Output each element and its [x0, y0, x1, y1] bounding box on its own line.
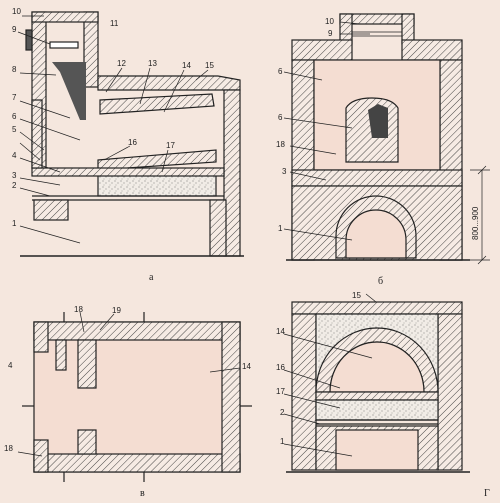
view-v-leaders [17, 311, 241, 457]
a-callout-11: 11 [110, 19, 119, 28]
a-callout-1: 1 [12, 219, 17, 228]
view-g-leaders [283, 293, 377, 457]
a-callout-8: 8 [12, 65, 17, 74]
b-dimension-height: 800...900 [471, 206, 480, 240]
view-a-caption: а [149, 272, 154, 283]
view-b-callouts: 10 9 6 6 18 3 1 б [276, 17, 383, 287]
g-callout-14: 14 [276, 327, 285, 336]
view-v-callouts: 18 19 4 14 18 в [4, 305, 251, 499]
a-callout-14: 14 [182, 61, 191, 70]
view-b-leaders [283, 21, 370, 241]
a-callout-4: 4 [12, 151, 17, 160]
g-callout-17: 17 [276, 387, 285, 396]
view-g-callouts: 15 14 16 17 2 1 Г [276, 291, 490, 499]
view-a-side-section [20, 11, 244, 257]
v-callout-18-bottom: 18 [4, 444, 13, 453]
a-callout-2: 2 [12, 181, 17, 190]
a-callout-15: 15 [205, 61, 214, 70]
view-a-leaders [17, 15, 209, 244]
v-callout-4: 4 [8, 361, 13, 370]
a-callout-5: 5 [12, 125, 17, 134]
view-a-callouts: 10 9 11 8 7 6 5 4 3 2 1 12 13 14 15 16 1… [12, 7, 214, 283]
b-callout-18: 18 [276, 140, 285, 149]
a-callout-9: 9 [12, 25, 17, 34]
b-callout-3: 3 [282, 167, 287, 176]
view-g-caption: Г [484, 488, 490, 499]
v-callout-14: 14 [242, 362, 251, 371]
a-callout-13: 13 [148, 59, 157, 68]
a-callout-17: 17 [166, 141, 175, 150]
a-callout-12: 12 [117, 59, 126, 68]
a-callout-10: 10 [12, 7, 21, 16]
g-callout-2: 2 [280, 408, 285, 417]
view-g-front-section [286, 301, 470, 473]
a-callout-3: 3 [12, 171, 17, 180]
g-callout-1: 1 [280, 437, 285, 446]
view-b-front-section [286, 13, 470, 261]
view-v-caption: в [140, 488, 145, 499]
b-callout-9: 9 [328, 29, 333, 38]
b-callout-1: 1 [278, 224, 283, 233]
a-callout-7: 7 [12, 93, 17, 102]
a-callout-16: 16 [128, 138, 137, 147]
g-callout-16: 16 [276, 363, 285, 372]
g-callout-15: 15 [352, 291, 361, 300]
view-v-plan [22, 312, 252, 482]
a-callout-6: 6 [12, 112, 17, 121]
v-callout-19: 19 [112, 306, 121, 315]
b-callout-10: 10 [325, 17, 334, 26]
view-b-caption: б [378, 276, 383, 287]
v-callout-18-top: 18 [74, 305, 83, 314]
view-b-dimension [470, 165, 490, 265]
b-callout-6: 6 [278, 113, 283, 122]
b-callout-6-top: 6 [278, 67, 283, 76]
